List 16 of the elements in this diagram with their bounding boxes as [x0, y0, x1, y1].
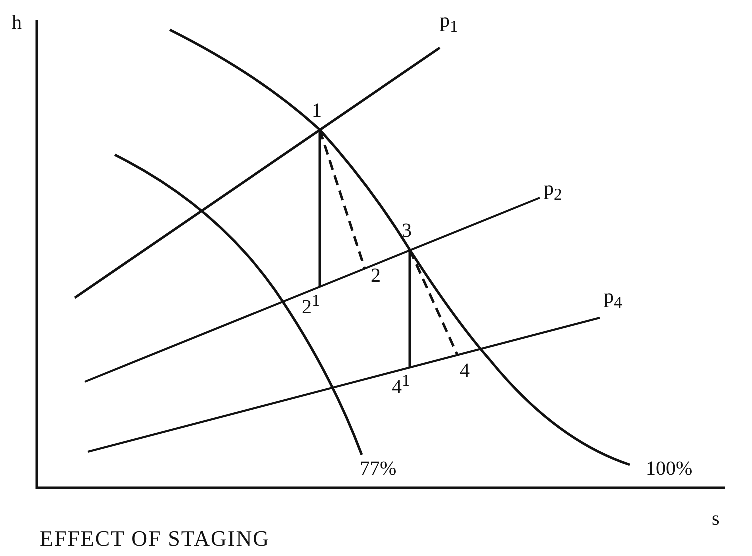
isobar-label: p$_{1}$: [440, 10, 458, 38]
curve-label: 100%: [646, 458, 693, 480]
caption: EFFECT OF STAGING: [40, 528, 270, 550]
point-label: 4: [460, 360, 470, 382]
point-label: 2: [371, 265, 381, 287]
axis-label: h: [12, 12, 22, 34]
point-label: 4$^{1}$: [392, 370, 410, 399]
process-line: [408, 250, 412, 368]
process-line: [318, 130, 322, 286]
point-label: 2$^{1}$: [302, 290, 320, 319]
isobar-label: p$_{2}$: [544, 178, 562, 206]
point-label: 1: [312, 100, 322, 122]
point-label: 3: [402, 220, 412, 242]
curve-label: 77%: [360, 458, 397, 480]
isobar-label: p$_{4}$: [604, 286, 622, 314]
axis-label: s: [712, 508, 720, 530]
